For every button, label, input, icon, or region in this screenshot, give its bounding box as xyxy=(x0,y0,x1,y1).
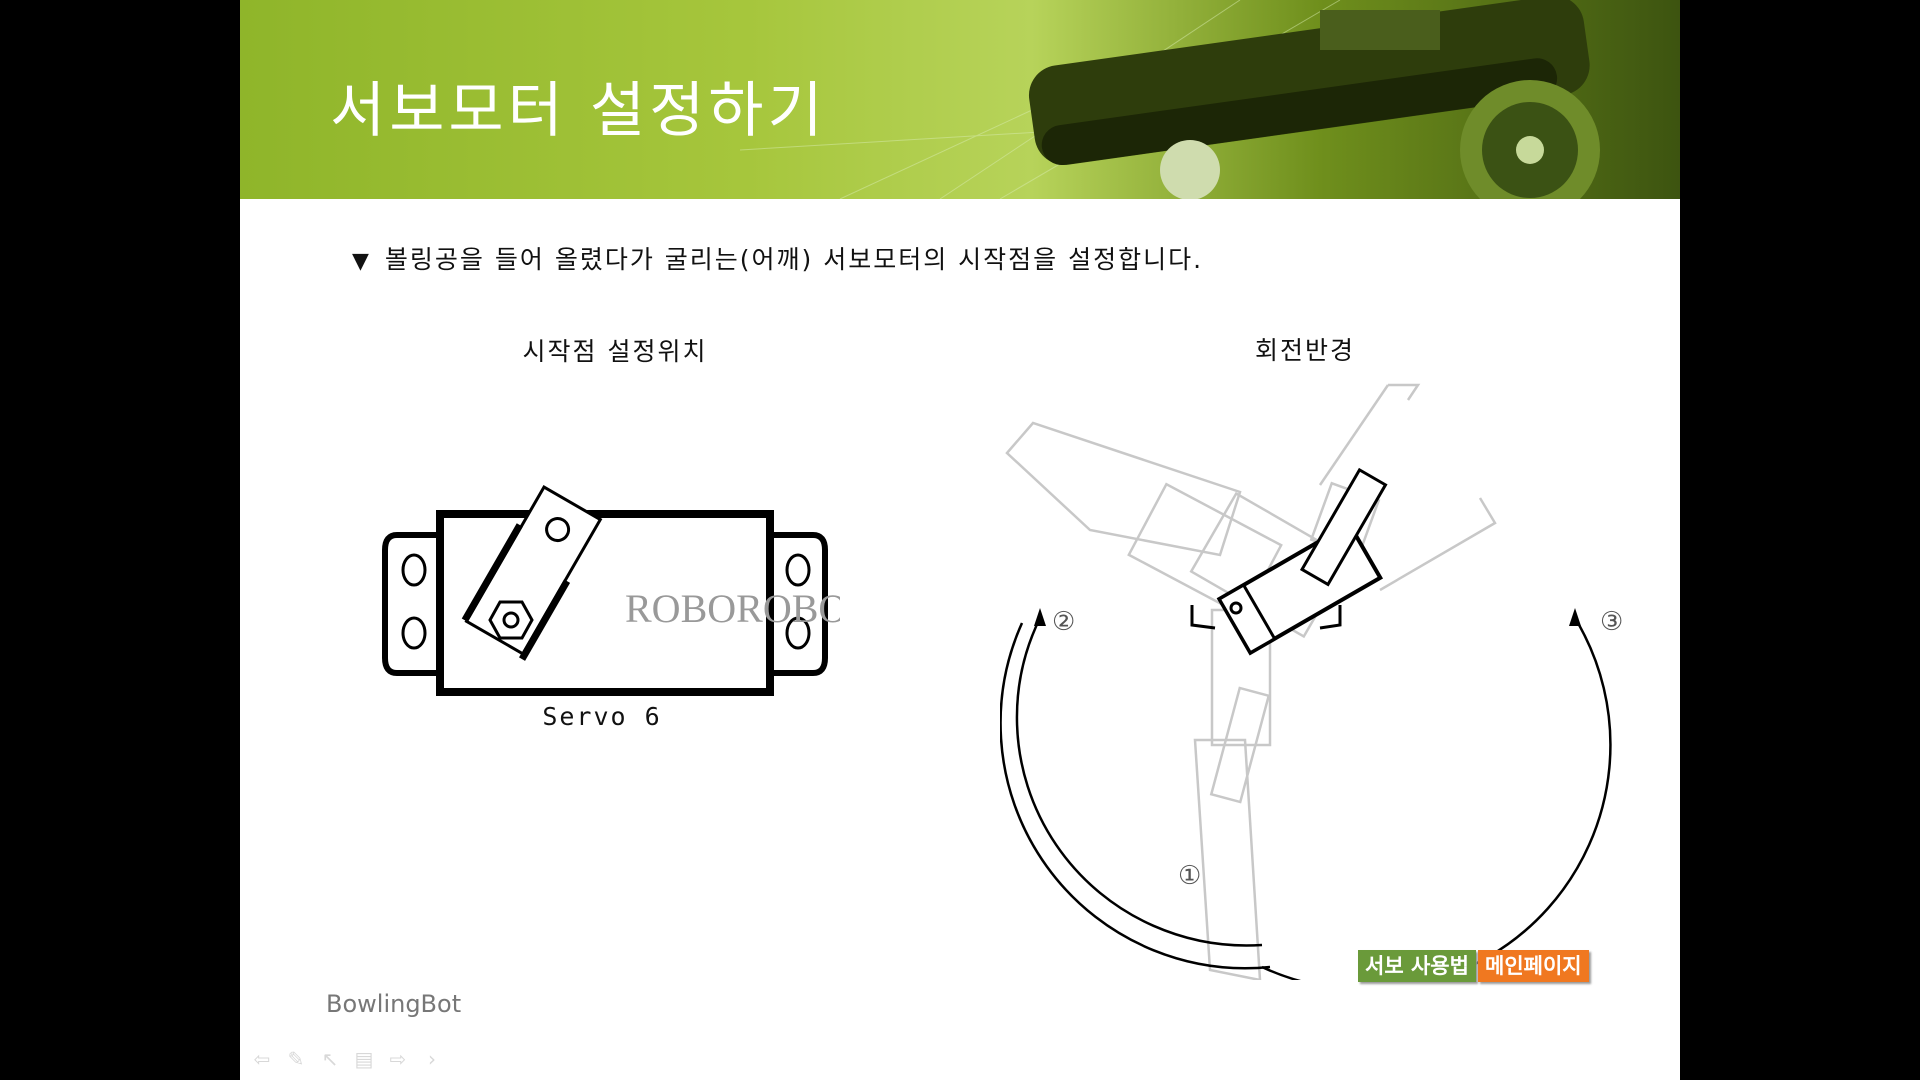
pointer-icon[interactable]: ↖ xyxy=(321,1047,339,1071)
slide-header: 서보모터 설정하기 xyxy=(240,0,1680,199)
triangle-down-icon: ▼ xyxy=(352,249,371,274)
chevron-right-icon[interactable]: › xyxy=(428,1047,436,1071)
arrow-left-icon[interactable]: ⇦ xyxy=(253,1047,271,1071)
slideshow-toolbar: ⇦ ✎ ↖ ▤ ⇨ › xyxy=(250,1046,444,1072)
bullet-text: ▼ 볼링공을 들어 올렸다가 굴리는(어깨) 서보모터의 시작점을 설정합니다. xyxy=(352,240,1203,276)
rotation-diagram: ① ② ③ xyxy=(1000,383,1623,980)
slide: 서보모터 설정하기 ▼ 볼링공을 들어 올렸다가 굴리는(어깨) 서보모터의 시작… xyxy=(240,0,1680,1080)
header-robot-image xyxy=(739,0,1600,199)
position-1-label: ① xyxy=(1178,861,1201,891)
arrow-right-icon[interactable]: ⇨ xyxy=(389,1047,407,1071)
slide-title: 서보모터 설정하기 xyxy=(330,76,827,146)
servo-usage-button[interactable]: 서보 사용법 xyxy=(1358,950,1476,982)
rotation-radius-label: 회전반경 xyxy=(1254,336,1356,365)
bullet-label: 볼링공을 들어 올렸다가 굴리는(어깨) 서보모터의 시작점을 설정합니다. xyxy=(384,245,1204,274)
servo-diagram: ROBOROBO xyxy=(382,485,840,696)
position-3-label: ③ xyxy=(1600,607,1623,637)
slide-menu-icon[interactable]: ▤ xyxy=(354,1047,374,1071)
servo-brand-text: ROBOROBO xyxy=(625,586,840,631)
main-page-button[interactable]: 메인페이지 xyxy=(1478,950,1589,982)
start-position-label: 시작점 설정위치 xyxy=(522,337,708,366)
position-2-label: ② xyxy=(1052,607,1075,637)
pen-icon[interactable]: ✎ xyxy=(287,1047,305,1071)
servo-caption: Servo 6 xyxy=(542,702,662,731)
footer-text: BowlingBot xyxy=(326,990,462,1018)
